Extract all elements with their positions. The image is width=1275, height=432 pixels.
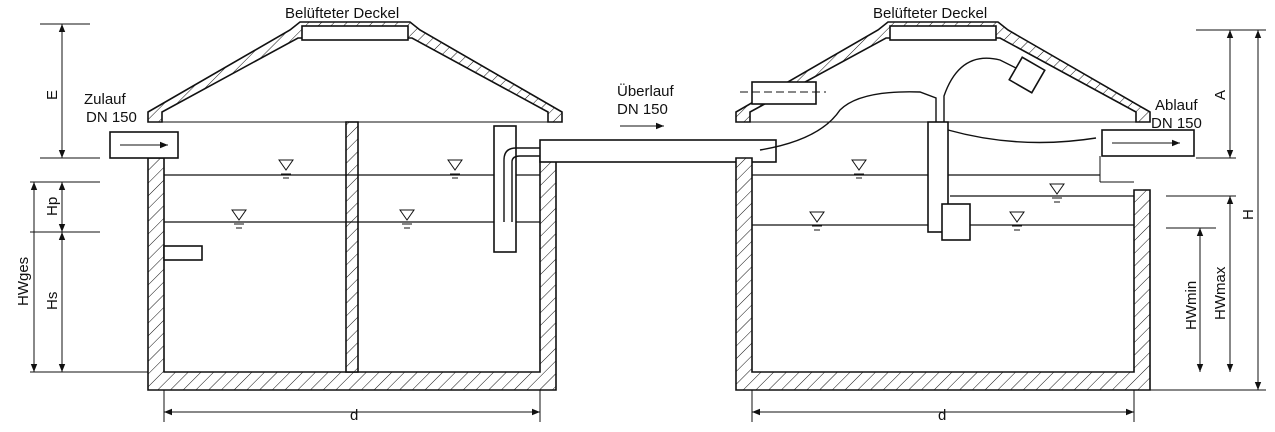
dim-d-right-label: d [938, 407, 946, 424]
dim-Hp-label: Hp [44, 197, 61, 216]
dim-A-label: A [1212, 90, 1229, 100]
left-tank [109, 21, 760, 391]
left-tank-cover [147, 21, 563, 123]
right-tank-wall [735, 157, 1151, 391]
right-dimensions [751, 29, 1266, 422]
right-cover-label: Belüfteter Deckel [873, 5, 987, 22]
dim-HWmax-label: HWmax [1212, 266, 1229, 320]
left-vent-lid [301, 25, 409, 41]
dim-E-label: E [44, 90, 61, 100]
overflow-baffle [493, 125, 517, 253]
dim-HWmin-label: HWmin [1183, 281, 1200, 330]
left-tank-partition [345, 121, 359, 373]
outlet-label-line2: DN 150 [1151, 115, 1202, 132]
float-switch [1008, 56, 1046, 94]
inlet-label-line2: DN 150 [86, 109, 137, 126]
overflow-label-line1: Überlauf [617, 82, 675, 100]
right-vent-lid [889, 25, 997, 41]
pump [941, 203, 971, 241]
overflow-pipe [539, 139, 777, 163]
inlet-label-line1: Zulauf [84, 91, 127, 108]
dim-Hs-label: Hs [44, 292, 61, 310]
outlet-label-line1: Ablauf [1155, 97, 1198, 114]
dim-H-label: H [1240, 209, 1257, 220]
right-tank [735, 21, 1195, 391]
left-dimensions [30, 23, 541, 422]
dim-d-left-label: d [350, 407, 358, 424]
dim-HWges-label: HWges [15, 257, 32, 306]
left-cover-label: Belüfteter Deckel [285, 5, 399, 22]
overflow-label-line2: DN 150 [617, 101, 668, 118]
